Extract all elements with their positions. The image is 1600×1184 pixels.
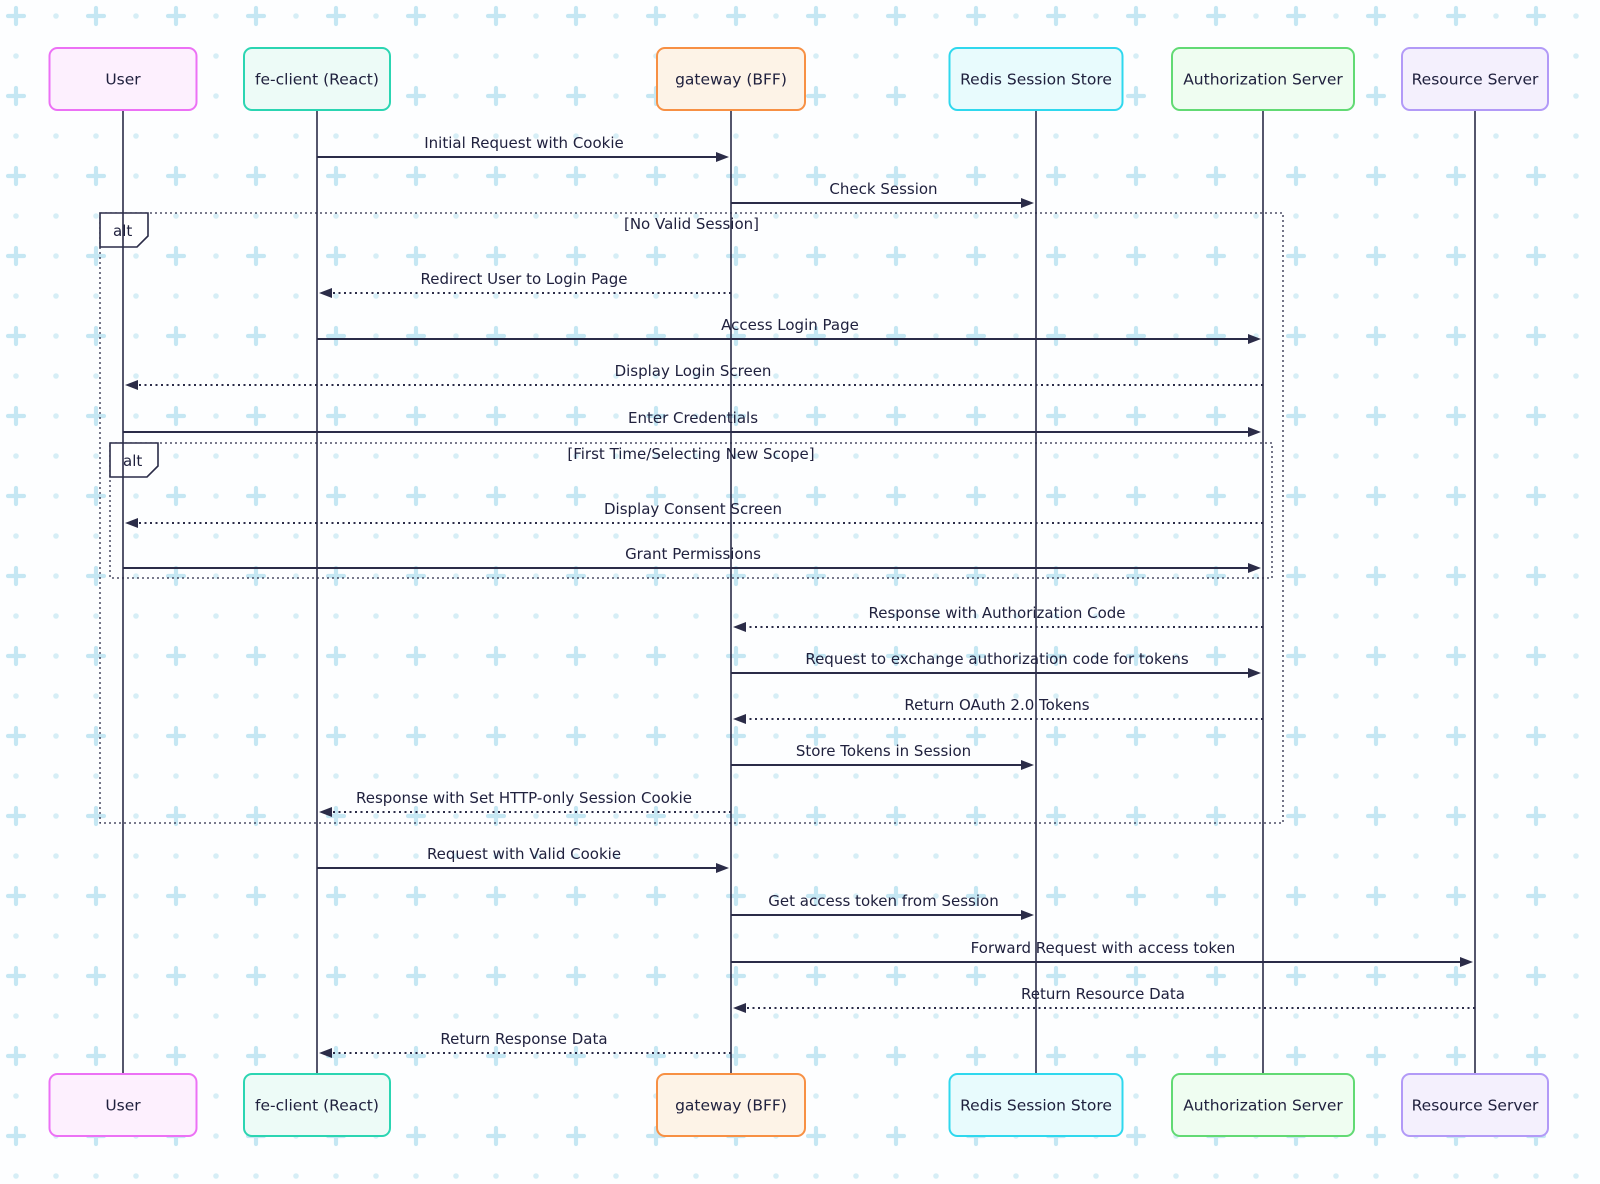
message-label: Get access token from Session [768,892,998,910]
actor-box-bottom-redis [948,1073,1124,1137]
alt-frame [99,212,1284,824]
message-label: Initial Request with Cookie [424,134,623,152]
actor-label-bottom-user: User [105,1097,141,1115]
message-label: Display Consent Screen [604,500,782,518]
message-label: Forward Request with access token [971,939,1236,957]
actor-box-top-redis [948,47,1124,111]
actor-label-top-user: User [105,71,141,89]
message-arrowhead [733,1003,746,1013]
actor-box-top-auth [1171,47,1355,111]
actor-label-bottom-auth: Authorization Server [1183,1097,1343,1115]
actor-label-top-redis: Redis Session Store [960,71,1112,89]
actor-label-top-gw: gateway (BFF) [675,71,787,89]
message-arrowhead [1248,563,1261,573]
actor-label-top-auth: Authorization Server [1183,71,1343,89]
message-arrowhead [1021,760,1034,770]
message-arrowhead [1021,910,1034,920]
message-label: Display Login Screen [615,362,772,380]
message-arrowhead [716,863,729,873]
message-label: Check Session [829,180,937,198]
message-label: Return Resource Data [1021,985,1185,1003]
message-label: Enter Credentials [628,409,758,427]
alt-frame [109,442,1273,579]
message-arrowhead [1021,198,1034,208]
actor-box-bottom-fe [243,1073,391,1137]
message-arrowhead [733,714,746,724]
message-arrowhead [319,1048,332,1058]
message-arrowhead [1248,668,1261,678]
actor-box-bottom-gw [656,1073,806,1137]
message-arrowhead [1248,427,1261,437]
message-label: Redirect User to Login Page [421,270,628,288]
alt-frame-condition: [First Time/Selecting New Scope] [567,445,814,463]
actor-box-top-user [48,47,198,111]
actor-label-bottom-gw: gateway (BFF) [675,1097,787,1115]
actor-label-bottom-redis: Redis Session Store [960,1097,1112,1115]
alt-label-box [109,442,159,478]
actor-box-top-gw [656,47,806,111]
actor-box-top-res [1401,47,1549,111]
message-arrowhead [733,622,746,632]
message-label: Response with Authorization Code [868,604,1125,622]
message-label: Access Login Page [721,316,859,334]
alt-frame-operator: alt [123,452,142,470]
actor-box-top-fe [243,47,391,111]
message-arrowhead [319,807,332,817]
actor-label-bottom-res: Resource Server [1412,1097,1539,1115]
message-label: Request with Valid Cookie [427,845,621,863]
message-arrowhead [716,152,729,162]
actor-label-top-fe: fe-client (React) [255,71,379,89]
message-label: Response with Set HTTP-only Session Cook… [356,789,692,807]
message-arrowhead [319,288,332,298]
alt-frame-operator: alt [113,222,132,240]
message-label: Grant Permissions [625,545,761,563]
message-arrowhead [125,380,138,390]
actor-box-bottom-auth [1171,1073,1355,1137]
actor-box-bottom-user [48,1073,198,1137]
alt-frame-condition: [No Valid Session] [624,215,759,233]
message-label: Return OAuth 2.0 Tokens [904,696,1089,714]
message-label: Return Response Data [440,1030,607,1048]
actor-label-top-res: Resource Server [1412,71,1539,89]
message-arrowhead [125,518,138,528]
actor-box-bottom-res [1401,1073,1549,1137]
message-label: Store Tokens in Session [796,742,971,760]
message-arrowhead [1460,957,1473,967]
actor-label-bottom-fe: fe-client (React) [255,1097,379,1115]
message-arrowhead [1248,334,1261,344]
message-label: Request to exchange authorization code f… [805,650,1189,668]
alt-label-box [99,212,149,248]
